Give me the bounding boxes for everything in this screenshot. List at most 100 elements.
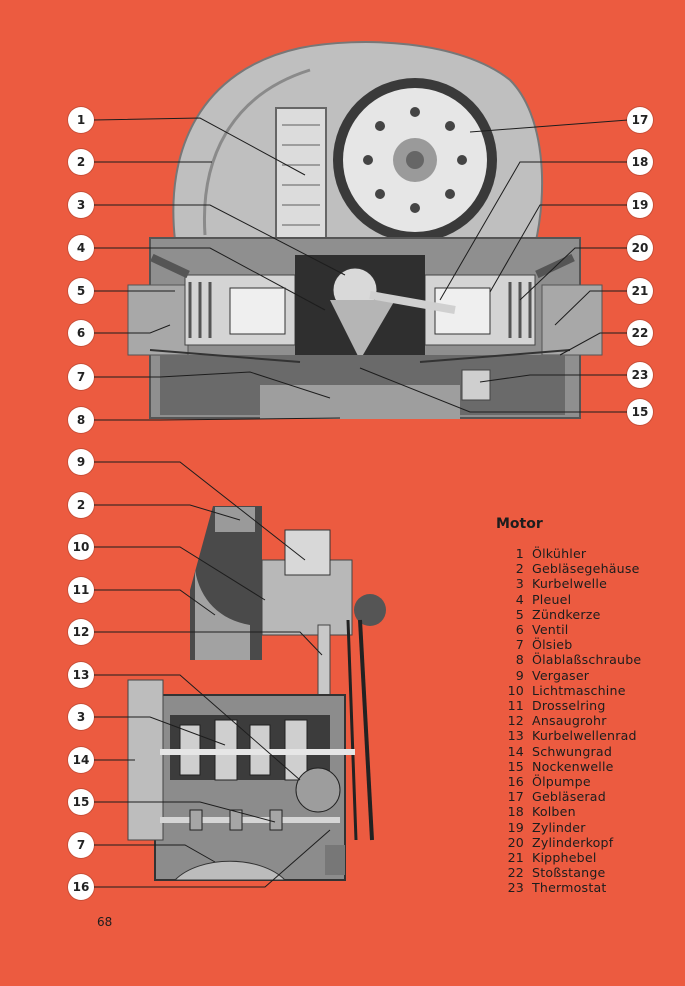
legend-item-label: Kurbelwellenrad [532,728,637,744]
legend-item-number: 3 [515,576,524,592]
legend-item: 3 Kurbelwelle [496,576,681,591]
legend-item-label: Thermostat [532,880,607,896]
legend-item: 1 Ölkühler [496,546,681,561]
legend-item: 6 Ventil [496,622,681,637]
legend-item: 7 Ölsieb [496,637,681,652]
legend-item-label: Ölablaßschraube [532,652,642,668]
legend-item-number: 1 [515,546,524,561]
legend-item-number: 7 [515,637,524,653]
callout-badge: 18 [627,149,653,175]
callout-badge: 15 [68,789,94,815]
legend-item: 9 Vergaser [496,668,681,683]
callout-badge: 7 [68,832,94,858]
legend-item-number: 15 [507,758,524,774]
legend-item-label: Drosselring [532,698,606,714]
legend-item-label: Ölpumpe [532,774,591,790]
engine-front-section-illustration [93,41,629,421]
legend-item: 18 Kolben [496,804,681,819]
callout-badge: 6 [68,320,94,346]
legend-item-number: 22 [507,865,524,881]
legend-item: 23 Thermostat [496,880,681,895]
legend-item-label: Ansaugrohr [532,713,607,729]
legend-item-label: Schwungrad [532,743,613,759]
legend-item-number: 16 [507,774,524,790]
callout-badge: 9 [68,449,94,475]
legend-item-label: Ventil [532,622,569,638]
legend-item-number: 4 [515,591,524,607]
legend-item-label: Kipphebel [532,850,597,866]
callout-badge: 3 [68,704,94,730]
legend-item: 14 Schwungrad [496,744,681,759]
legend-item-label: Vergaser [532,667,590,683]
legend-item-label: Ölsieb [532,637,573,653]
legend-item-number: 17 [507,789,524,805]
legend-item-number: 6 [515,622,524,638]
callout-badge: 16 [68,874,94,900]
callout-badge: 1 [68,107,94,133]
callout-badge: 22 [627,320,653,346]
callout-badge: 12 [68,619,94,645]
legend-item: 15 Nockenwelle [496,759,681,774]
legend-item-label: Zylinderkopf [532,834,614,850]
callout-badge: 19 [627,192,653,218]
legend-item: 2 Gebläsegehäuse [496,561,681,576]
legend-item-number: 14 [507,743,524,759]
legend-item: 17 Gebläserad [496,789,681,804]
legend-item-number: 11 [507,698,524,714]
legend-item-label: Ölkühler [532,546,587,561]
legend-item: 22 Stoßstange [496,865,681,880]
legend-item: 21 Kipphebel [496,850,681,865]
callout-badge: 21 [627,278,653,304]
legend-item-label: Zylinder [532,819,586,835]
callout-badge: 8 [68,407,94,433]
callout-badge: 14 [68,747,94,773]
legend-item-number: 18 [507,804,524,820]
page-number: 68 [97,915,113,929]
legend-item-label: Gebläserad [532,789,606,805]
legend-item-number: 20 [507,834,524,850]
legend-item-label: Kolben [532,804,576,820]
legend-item-number: 12 [507,713,524,729]
legend-item-number: 23 [507,880,524,896]
callout-badge: 10 [68,534,94,560]
legend-item: 5 Zündkerze [496,607,681,622]
legend-item-label: Kurbelwelle [532,576,608,592]
callout-badge: 15 [627,399,653,425]
callout-badge: 2 [68,492,94,518]
legend-item-number: 5 [515,606,524,622]
callout-badge: 13 [68,662,94,688]
legend-item-number: 8 [515,652,524,668]
engine-side-section-illustration [94,461,386,888]
callout-badge: 20 [627,235,653,261]
legend-item-label: Gebläsegehäuse [532,561,640,577]
legend-item: 8 Ölablaßschraube [496,652,681,667]
callout-badge: 3 [68,192,94,218]
callout-badge: 2 [68,149,94,175]
legend-item: 10 Lichtmaschine [496,683,681,698]
legend-item: 19 Zylinder [496,820,681,835]
legend-item-number: 9 [515,667,524,683]
callout-badge: 4 [68,235,94,261]
legend-item-label: Zündkerze [532,606,601,622]
callout-badge: 5 [68,278,94,304]
legend-item: 16 Ölpumpe [496,774,681,789]
legend-item-number: 21 [507,850,524,866]
callout-badge: 11 [68,577,94,603]
legend-item: 20 Zylinderkopf [496,835,681,850]
callout-badge: 23 [627,362,653,388]
legend-title: Motor [496,516,543,532]
legend-item-number: 19 [507,819,524,835]
callout-badge: 17 [627,107,653,133]
legend-item-label: Lichtmaschine [532,682,626,698]
legend-item-number: 10 [507,682,524,698]
callout-badge: 7 [68,364,94,390]
legend-item: 12 Ansaugrohr [496,713,681,728]
legend-item-label: Nockenwelle [532,758,614,774]
legend-item-label: Stoßstange [532,865,606,881]
legend-item: 11 Drosselring [496,698,681,713]
legend-item-number: 2 [515,561,524,577]
